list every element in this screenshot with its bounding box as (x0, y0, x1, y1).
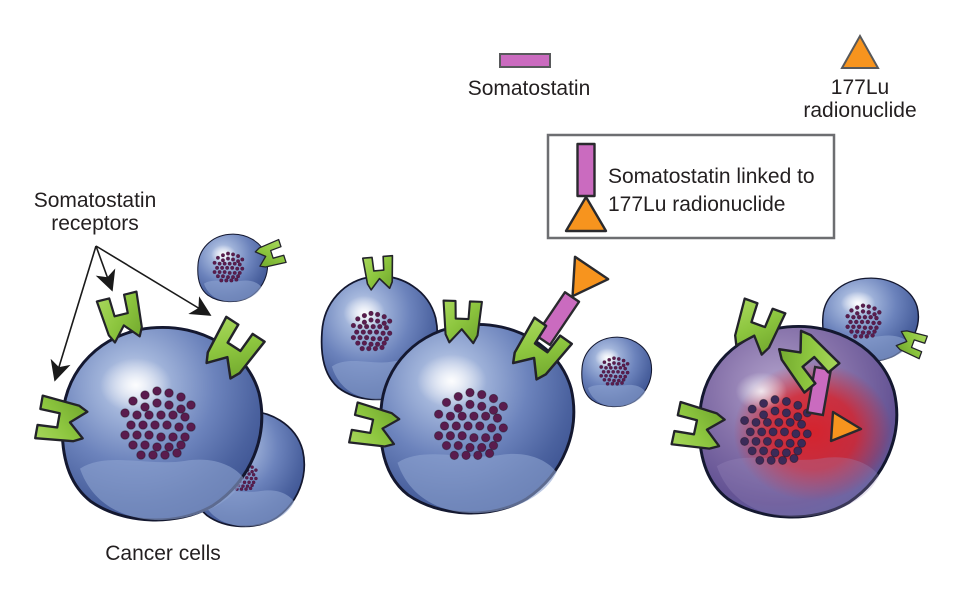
receptors-label-line1: Somatostatin (34, 189, 157, 212)
radionuclide-triangle-icon (840, 33, 880, 69)
radionuclide-legend-line1: 177Lu (831, 76, 889, 99)
cancer-cells-label: Cancer cells (105, 542, 221, 565)
radionuclide-legend-line2: radionuclide (803, 99, 916, 122)
callout-arrow (50, 245, 97, 382)
receptors-label-line2: receptors (51, 212, 139, 235)
receptors-callout: Somatostatin receptors (34, 189, 212, 382)
conjugate-legend-line2: 177Lu radionuclide (608, 193, 785, 216)
conjugate-icon (564, 142, 608, 233)
callout-arrow (95, 245, 212, 316)
cancer-cell-cluster-left (34, 234, 304, 526)
internalized-radionuclide-triangle (829, 410, 863, 443)
conjugate-legend-line1: Somatostatin linked to (608, 165, 815, 188)
somatostatin-legend-label: Somatostatin (468, 77, 591, 100)
cancer-cell-cluster-right (670, 278, 928, 519)
legend-box-frame (546, 133, 836, 240)
somatostatin-swatch-icon (499, 53, 551, 68)
legend-radionuclide: 177Lu radionuclide (803, 33, 917, 122)
legend-conjugate-box: Somatostatin linked to 177Lu radionuclid… (546, 133, 836, 240)
callout-arrow (95, 245, 116, 292)
cancer-cell-cluster-middle (322, 254, 652, 513)
legend-somatostatin: Somatostatin (468, 53, 591, 100)
